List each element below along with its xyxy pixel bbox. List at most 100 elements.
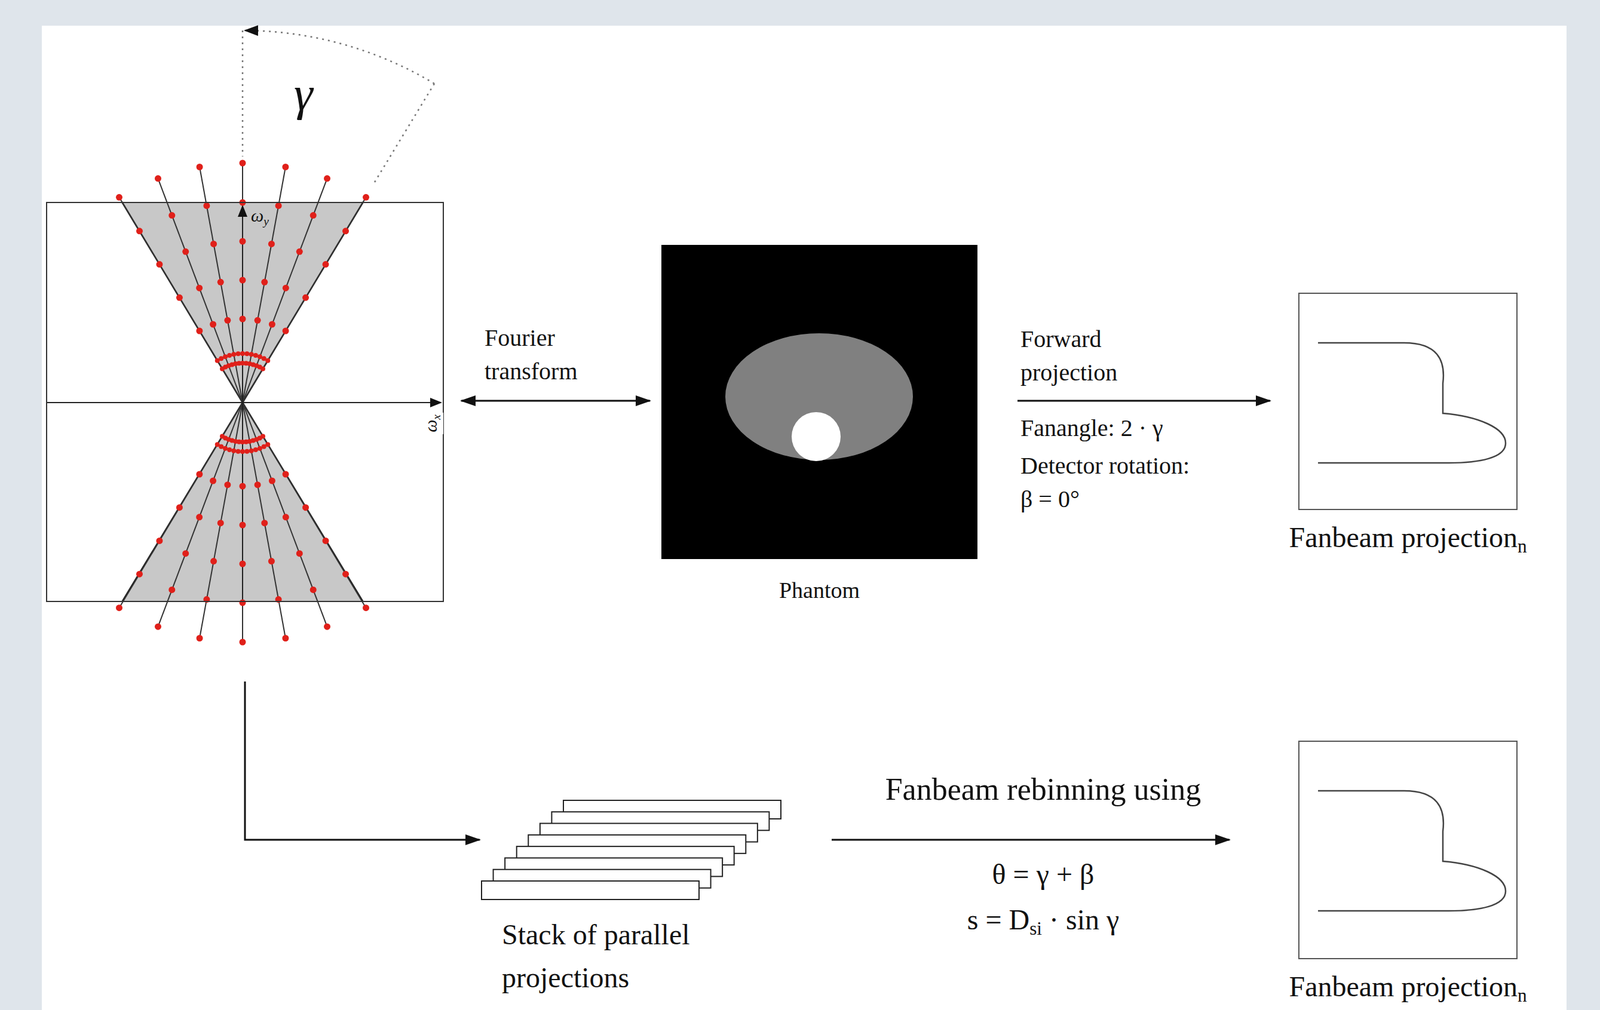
- sample-dot: [282, 513, 290, 521]
- sample-dot: [155, 537, 163, 545]
- projection-slab: [481, 881, 700, 900]
- sample-dot: [342, 571, 349, 578]
- sample-dot: [282, 635, 289, 642]
- sample-ray: [242, 402, 286, 639]
- sample-dot: [239, 522, 247, 529]
- sample-dot: [244, 351, 250, 357]
- sample-dot: [254, 481, 262, 489]
- sample-dot: [239, 599, 247, 607]
- sample-dot: [268, 558, 275, 565]
- sample-dot: [235, 449, 241, 455]
- angle-arc: [244, 30, 435, 84]
- sample-dot: [209, 477, 217, 484]
- angle-symbol: γ: [293, 66, 314, 122]
- parameter-note: Fanangle: 2 · γ: [1020, 414, 1164, 443]
- box-caption: Fanbeam projectionn: [1288, 970, 1527, 1007]
- sample-dot: [260, 366, 266, 372]
- sample-dot: [217, 279, 225, 286]
- projection-box: Fanbeam projectionn: [1298, 740, 1518, 960]
- sample-dot: [155, 261, 163, 268]
- angle-leader: [241, 30, 244, 157]
- projection-box: Fanbeam projectionn: [1298, 292, 1518, 511]
- sample-dot: [275, 202, 283, 210]
- sample-dot: [154, 175, 162, 182]
- frequency-domain-box: ωy ωx: [46, 201, 444, 603]
- sample-dot: [235, 351, 241, 357]
- sample-dot: [231, 351, 236, 357]
- sample-dot: [239, 639, 247, 646]
- sample-dot: [136, 571, 143, 578]
- edge-label: Fanbeam rebinning using: [885, 771, 1202, 808]
- sample-dot: [195, 513, 203, 521]
- sample-dot: [195, 471, 203, 478]
- sample-dot: [239, 483, 247, 490]
- sample-dot: [210, 558, 217, 565]
- axis-label: ωy: [249, 205, 271, 229]
- sample-dot: [231, 448, 236, 454]
- sample-ray: [199, 402, 243, 639]
- sample-dot: [239, 238, 247, 245]
- sample-dot: [209, 321, 217, 329]
- sample-ray: [242, 178, 328, 403]
- sample-dot: [282, 284, 290, 292]
- sample-dot: [239, 160, 247, 167]
- sample-dot: [154, 623, 162, 631]
- box-caption: Fanbeam projectionn: [1288, 520, 1527, 558]
- connector-arrow: [831, 839, 1230, 842]
- sample-dot: [253, 447, 259, 453]
- sample-dot: [302, 294, 309, 302]
- sample-dot: [168, 212, 176, 219]
- sample-dot: [217, 519, 225, 527]
- sample-dot: [265, 358, 271, 364]
- sample-dot: [239, 316, 247, 323]
- sample-dot: [222, 354, 228, 360]
- sample-dot: [310, 212, 317, 219]
- sample-dot: [182, 550, 189, 557]
- sample-dot: [239, 277, 247, 284]
- projection-curve: [1317, 791, 1506, 912]
- sample-dot: [282, 471, 290, 478]
- projection-curve-plot: [1299, 293, 1517, 511]
- connector-arrow: [461, 400, 651, 403]
- sample-dot: [322, 261, 330, 268]
- sample-dot: [195, 327, 203, 334]
- sample-dot: [227, 353, 232, 358]
- sample-dot: [222, 446, 228, 452]
- sample-dot: [224, 317, 231, 324]
- sample-ray: [157, 402, 243, 627]
- sample-dot: [265, 442, 271, 447]
- sample-dot: [260, 434, 266, 440]
- edge-label: Fourier transform: [484, 321, 611, 389]
- sample-dot: [115, 194, 123, 201]
- sample-dot: [227, 447, 232, 453]
- phantom-image: Phantom: [661, 244, 978, 560]
- sample-dot: [196, 635, 204, 642]
- sample-dot: [249, 448, 254, 454]
- sample-dot: [195, 284, 203, 292]
- sample-dot: [196, 163, 204, 171]
- sample-dot: [261, 279, 268, 286]
- sample-dot: [136, 227, 143, 235]
- sample-ray: [157, 178, 243, 403]
- sample-dot: [323, 175, 331, 182]
- sample-dot: [176, 504, 183, 511]
- sample-dot: [268, 240, 275, 248]
- sample-ray: [242, 197, 367, 403]
- sample-dot: [210, 240, 217, 248]
- sample-dot: [239, 561, 247, 568]
- sample-dot: [253, 353, 259, 358]
- image-caption: Phantom: [779, 577, 860, 604]
- axis-y: [241, 206, 244, 603]
- angle-leader: [374, 83, 435, 183]
- sample-dots: [115, 160, 370, 646]
- axis-x: [46, 402, 441, 404]
- sample-dot: [302, 504, 309, 511]
- sample-dot: [310, 586, 317, 594]
- sample-dot: [322, 537, 330, 545]
- sample-dot: [296, 550, 303, 557]
- axis-label: ωx: [420, 412, 444, 435]
- sample-dot: [282, 163, 289, 171]
- formula: θ = γ + β: [992, 857, 1095, 891]
- sample-dot: [203, 202, 210, 210]
